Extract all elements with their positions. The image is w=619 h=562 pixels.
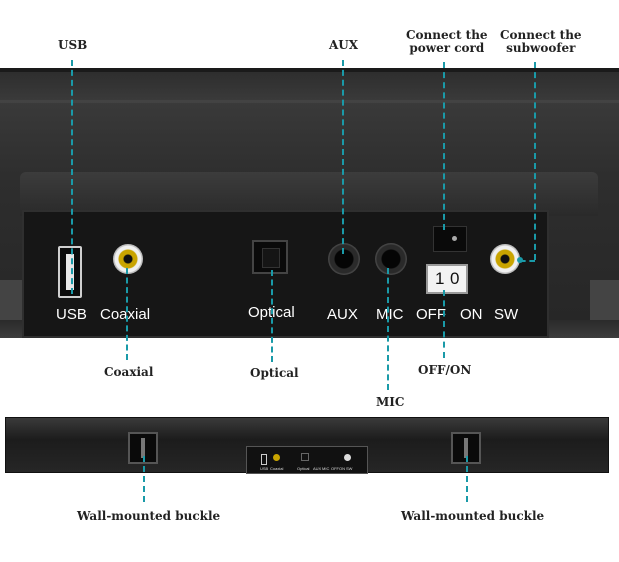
mini-sw-label: SW xyxy=(346,466,353,471)
mini-usb-label: USB xyxy=(260,466,269,471)
usb-label: USB xyxy=(56,306,87,323)
power-callout: Connect the power cord xyxy=(406,28,488,55)
soundbar-lip xyxy=(20,172,598,216)
aux-jack xyxy=(328,243,360,275)
optical-callout-line xyxy=(271,270,273,362)
mini-optical-label: Optical xyxy=(297,466,310,471)
buckle-left-callout-line xyxy=(143,456,145,502)
mini-off-label: OFF xyxy=(331,466,339,471)
soundbar-side-left xyxy=(0,280,22,330)
mini-on-label: ON xyxy=(339,466,345,471)
aux-callout-line xyxy=(342,60,344,254)
coaxial-callout-line xyxy=(126,268,128,360)
usb-port xyxy=(58,246,82,298)
subwoofer-port xyxy=(490,244,520,274)
usb-callout-line xyxy=(71,60,73,294)
offon-callout-line xyxy=(443,290,445,358)
switch-zero-label: 0 xyxy=(450,269,460,288)
subwoofer-callout-dot xyxy=(517,257,523,263)
mini-coaxial-label: Coaxial xyxy=(270,466,284,471)
mic-label: MIC xyxy=(376,306,404,323)
buckle-right-callout: Wall-mounted buckle xyxy=(401,509,545,523)
coaxial-label: Coaxial xyxy=(100,306,151,323)
optical-callout: Optical xyxy=(250,366,299,380)
subwoofer-callout: Connect the subwoofer xyxy=(500,28,582,55)
mini-mic-label: MIC xyxy=(322,466,330,471)
aux-callout: AUX xyxy=(329,38,359,52)
buckle-right-callout-line xyxy=(466,456,468,502)
optical-port xyxy=(252,240,288,274)
usb-callout: USB xyxy=(58,38,88,52)
sw-label: SW xyxy=(494,306,519,323)
off-label: OFF xyxy=(416,306,446,323)
mic-callout: MIC xyxy=(376,395,405,409)
aux-label: AUX xyxy=(327,306,358,323)
mini-aux-label: AUX xyxy=(313,466,322,471)
subwoofer-callout-hook xyxy=(520,260,535,262)
mini-io-panel: USB Coaxial Optical AUX MIC OFF ON SW xyxy=(246,446,368,474)
soundbar-ridge xyxy=(0,100,619,103)
rear-io-panel: USB Coaxial Optical AUX MIC 1 0 OFF ON S… xyxy=(22,210,549,338)
soundbar-top-edge xyxy=(0,68,619,72)
on-label: ON xyxy=(460,306,483,323)
subwoofer-callout-line xyxy=(534,62,536,260)
switch-one-label: 1 xyxy=(435,269,445,288)
power-switch[interactable]: 1 0 xyxy=(426,264,468,294)
mic-callout-line xyxy=(387,268,389,390)
power-socket xyxy=(433,226,467,252)
mic-jack xyxy=(375,243,407,275)
buckle-left-callout: Wall-mounted buckle xyxy=(77,509,221,523)
power-callout-line xyxy=(443,62,445,230)
offon-callout: OFF/ON xyxy=(418,363,472,377)
coaxial-callout: Coaxial xyxy=(104,365,154,379)
coaxial-port xyxy=(113,244,143,274)
